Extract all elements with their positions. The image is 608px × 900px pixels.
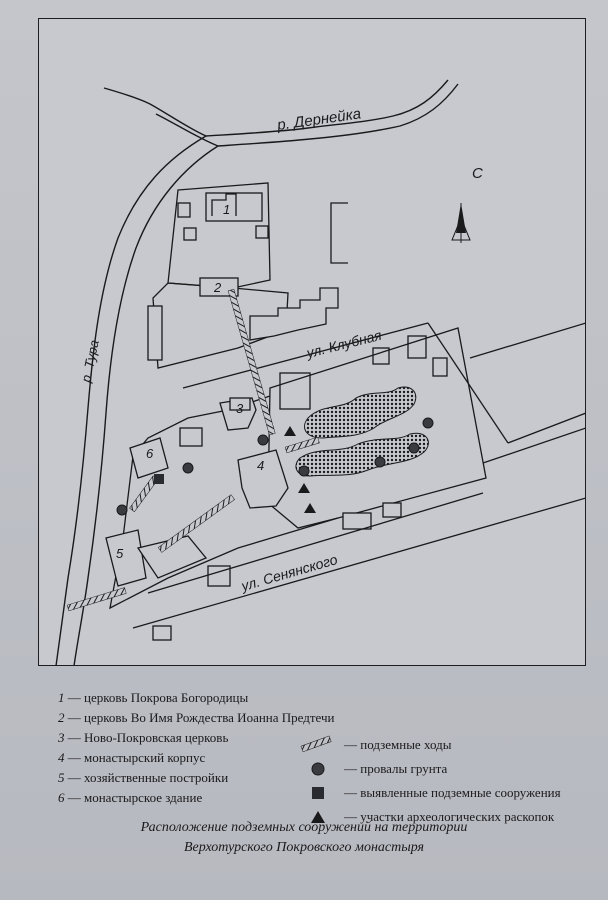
building-1-number: 1 xyxy=(223,202,230,217)
building-middle-stepped xyxy=(249,287,339,341)
legend-text: — монастырское здание xyxy=(67,790,203,805)
legend-num: 5 xyxy=(58,770,65,785)
river-tura xyxy=(55,135,219,666)
structure-square-icon xyxy=(312,787,324,799)
legend-text: — церковь Покрова Богородицы xyxy=(67,690,249,705)
legend-item: 2 — церковь Во Имя Рождества Иоанна Пред… xyxy=(58,708,335,728)
legend: 1 — церковь Покрова Богородицы 2 — церко… xyxy=(58,688,588,824)
excavation-triangles xyxy=(284,426,316,513)
legend-text: — церковь Во Имя Рождества Иоанна Предте… xyxy=(67,710,335,725)
caption-line-2: Верхотурского Покровского монастыря xyxy=(183,840,425,855)
plot-outline-top-right xyxy=(330,202,348,264)
building-4-number: 4 xyxy=(257,458,264,473)
legend-item: 4 — монастырский корпус xyxy=(58,748,205,768)
legend-item: 3 — Ново-Покровская церковь xyxy=(58,728,228,748)
underground-tunnels xyxy=(66,288,320,612)
legend-symbol-text: — выявленные подземные сооружения xyxy=(344,785,561,800)
building-5-number: 5 xyxy=(116,546,124,561)
legend-num: 6 xyxy=(58,790,65,805)
legend-text: — хозяйственные постройки xyxy=(67,770,229,785)
building-3-novo-pokrov xyxy=(219,397,257,431)
underground-structures xyxy=(154,474,164,484)
building-4-monastic-block xyxy=(237,449,289,509)
excavation-dotted-areas xyxy=(295,386,429,477)
river-tura-label: р. Тура xyxy=(78,339,102,385)
tunnel-hatch-icon xyxy=(300,735,332,753)
ground-sinkholes xyxy=(116,417,434,516)
legend-text: — Ново-Покровская церковь xyxy=(67,730,229,745)
building-3-number: 3 xyxy=(236,401,244,416)
figure-caption: Расположение подземных сооружений на тер… xyxy=(20,818,588,858)
legend-symbol-text: — провалы грунта xyxy=(344,761,448,776)
building-5-utility xyxy=(105,529,208,587)
building-6-monastic-house xyxy=(129,437,169,479)
legend-item: 6 — монастырское здание xyxy=(58,788,202,808)
legend-item: 1 — церковь Покрова Богородицы xyxy=(58,688,248,708)
building-left-long xyxy=(147,305,163,361)
legend-item: 5 — хозяйственные постройки xyxy=(58,768,228,788)
river-dern-label: р. Дернейка xyxy=(275,105,362,134)
legend-symbol-text: — подземные ходы xyxy=(344,737,452,752)
legend-num: 4 xyxy=(58,750,65,765)
legend-num: 2 xyxy=(58,710,65,725)
building-6-number: 6 xyxy=(146,446,154,461)
street-senyanskogo xyxy=(132,492,586,629)
building-1-church-pokrov xyxy=(177,192,269,241)
north-arrow xyxy=(451,203,471,243)
buildings-misc xyxy=(152,427,402,641)
building-2-number: 2 xyxy=(213,280,222,295)
legend-num: 1 xyxy=(58,690,65,705)
sinkhole-circle-icon xyxy=(311,762,325,776)
triangle-icon xyxy=(311,811,325,823)
caption-line-1: Расположение подземных сооружений на тер… xyxy=(140,820,468,835)
legend-symbol-text: — участки археологических раскопок xyxy=(344,809,555,824)
north-label: С xyxy=(472,165,483,182)
buildings-klubnaya xyxy=(279,335,448,410)
river-dern xyxy=(103,79,459,147)
monastery-map: р. Дернейка р. Тура С 1 2 xyxy=(55,79,586,666)
legend-num: 3 xyxy=(58,730,65,745)
legend-text: — монастырский корпус xyxy=(67,750,206,765)
